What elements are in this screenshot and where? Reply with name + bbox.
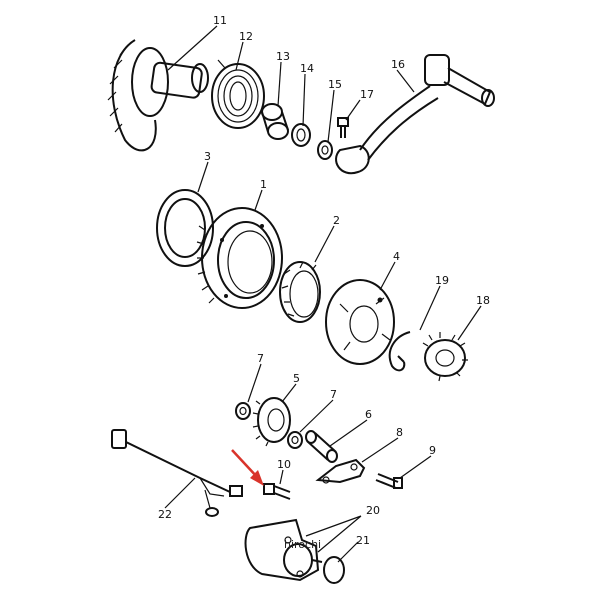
label-4: 4 (393, 250, 400, 263)
label-14: 14 (300, 62, 314, 75)
part-4-clutch-plate (325, 279, 395, 365)
part-7-washer-right (287, 431, 303, 449)
part-19-circlip (388, 331, 411, 372)
part-9-bolt (375, 473, 403, 489)
label-19: 19 (435, 274, 449, 287)
part-7-washer-left (235, 402, 251, 420)
part-17-bolt (337, 117, 349, 138)
label-11: 11 (213, 14, 227, 27)
part-3-ring (156, 189, 214, 267)
label-13: 13 (276, 50, 290, 63)
leader-lines (164, 25, 482, 563)
label-10: 10 (277, 458, 291, 471)
watermark-text: hirochi (284, 538, 321, 551)
label-22: 22 (158, 508, 172, 521)
label-3: 3 (204, 150, 211, 163)
label-1: 1 (260, 178, 267, 191)
part-12-spring (211, 59, 265, 129)
label-17: 17 (360, 88, 374, 101)
label-7-lower: 7 (330, 388, 337, 401)
label-21: 21 (356, 534, 370, 547)
label-2: 2 (333, 214, 340, 227)
label-16: 16 (391, 58, 405, 71)
label-7-upper: 7 (257, 352, 264, 365)
highlight-arrow (231, 449, 264, 486)
part-11-kick-gear (107, 39, 209, 152)
label-12: 12 (239, 30, 253, 43)
part-13-collar (261, 103, 289, 140)
part-8-plate (315, 458, 366, 484)
label-15: 15 (328, 78, 342, 91)
label-18: 18 (476, 294, 490, 307)
part-2-bearing (279, 261, 321, 323)
label-20: 20 (366, 504, 380, 517)
part-1-starter-gear (196, 207, 283, 309)
label-8: 8 (396, 426, 403, 439)
part-21-o-ring (323, 556, 345, 584)
label-5: 5 (293, 372, 300, 385)
part-6-shaft (305, 430, 338, 463)
part-10-bolt (263, 483, 291, 500)
part-16-kick-lever (335, 54, 495, 175)
part-15-washer (317, 140, 333, 160)
label-6: 6 (365, 408, 372, 421)
part-5-idler-gear (252, 397, 291, 447)
label-9: 9 (429, 444, 436, 457)
part-22-wire-harness (111, 429, 243, 517)
part-18-gear (422, 332, 468, 382)
part-20-starter-motor (244, 518, 323, 582)
part-14-washer (291, 123, 311, 147)
